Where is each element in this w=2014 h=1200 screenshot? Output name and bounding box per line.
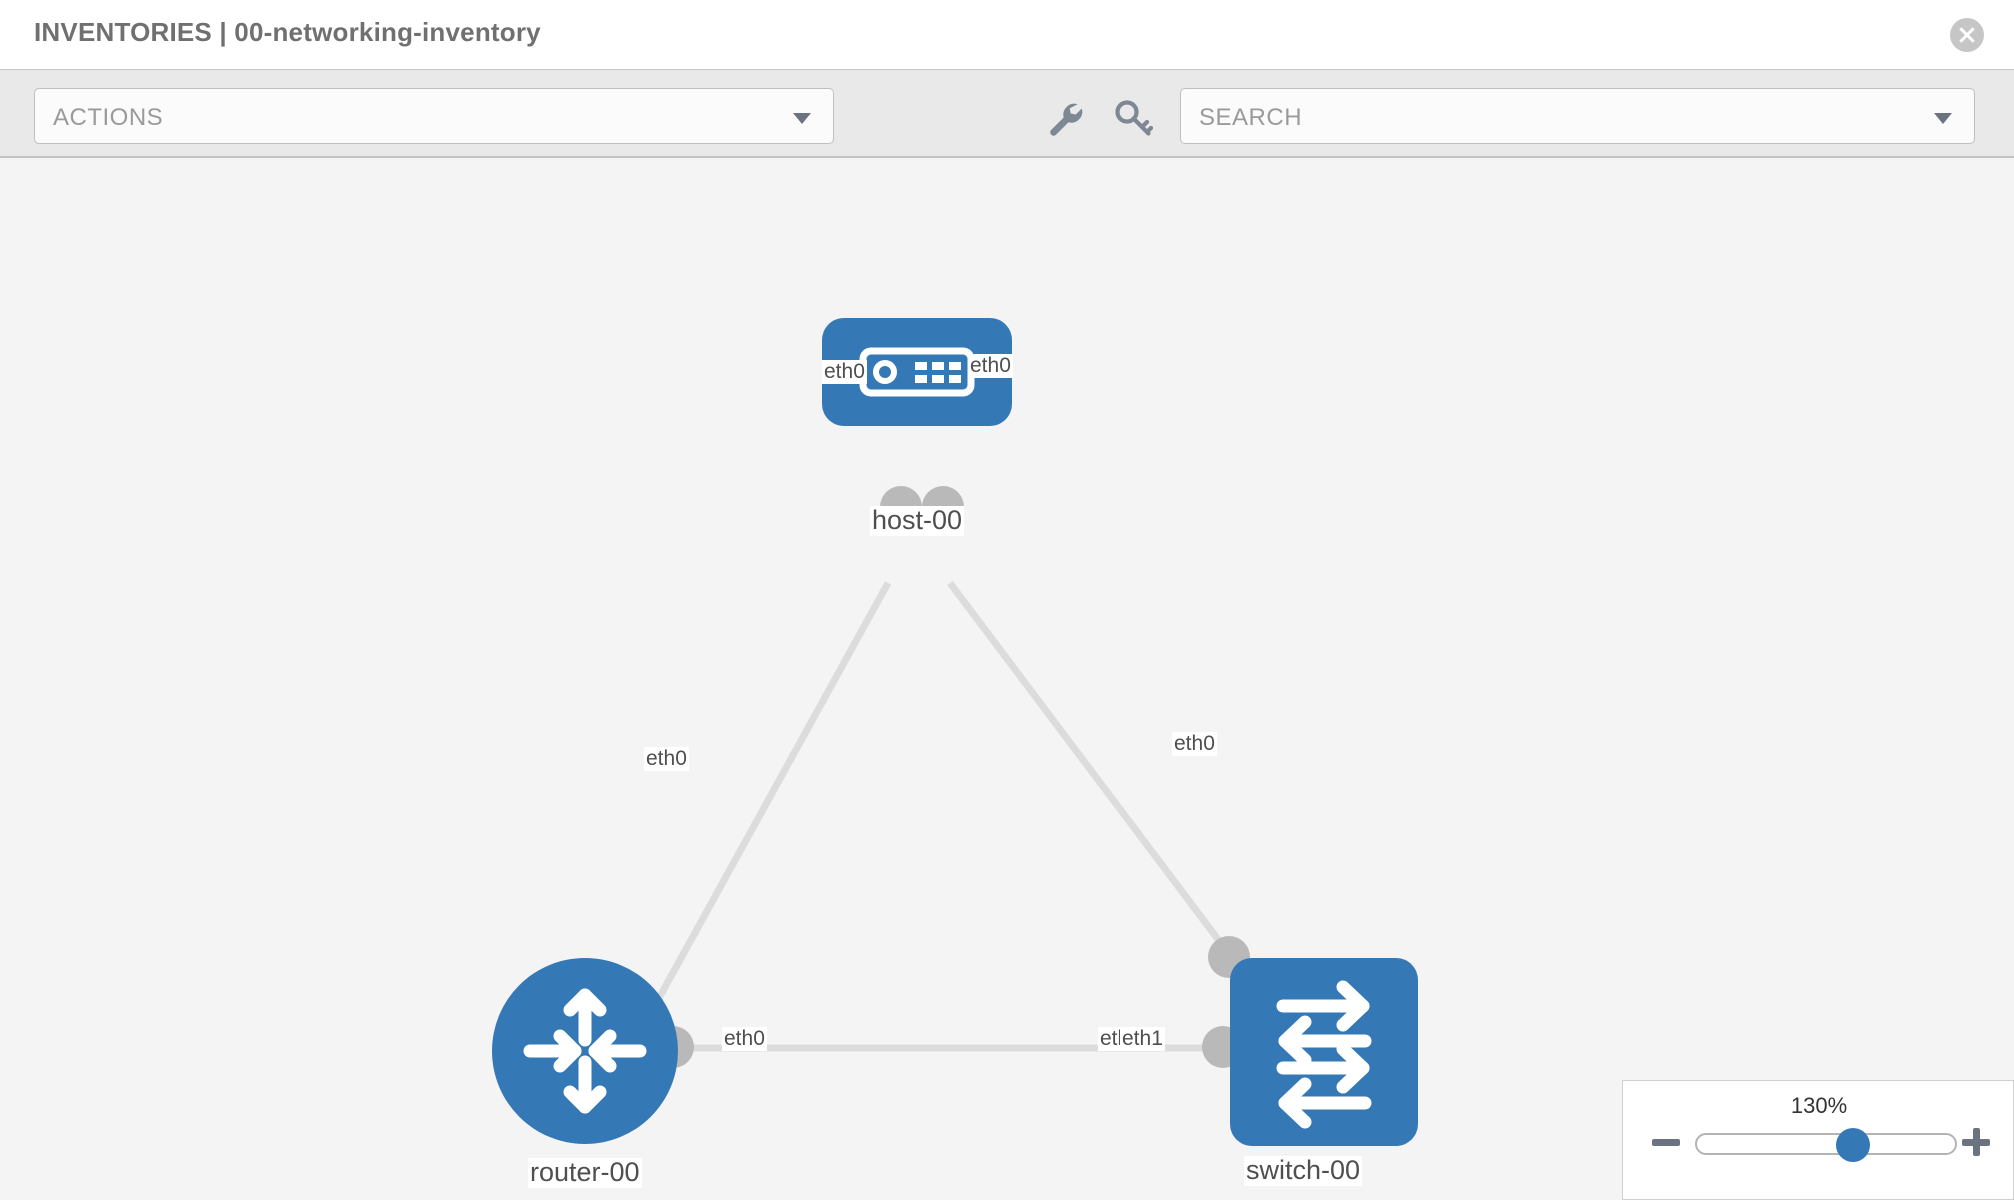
edge-label-router-uplink: eth0 [644,747,689,772]
edge-label-host-left: eth0 [822,360,867,385]
topology-links: router-00 --> switch-00 --> switch-00 --… [644,580,1235,1052]
wrench-icon[interactable] [1044,98,1086,140]
zoom-in-button[interactable] [1959,1125,1993,1159]
zoom-percent-label: 130% [1790,1093,1848,1118]
edge-label-switch-uplink: eth0 [1172,732,1217,757]
topology-canvas[interactable]: router-00 --> switch-00 --> switch-00 --… [0,158,2014,1200]
zoom-out-button[interactable] [1649,1125,1683,1159]
close-icon[interactable] [1950,18,1984,52]
edge-label-router-right: eth0 [722,1027,767,1052]
zoom-slider-thumb[interactable] [1836,1128,1870,1162]
actions-dropdown-label: ACTIONS [53,104,164,131]
router-node-shape[interactable] [492,958,678,1144]
actions-dropdown[interactable]: ACTIONS [34,88,834,144]
chevron-down-icon [793,113,811,124]
search-input[interactable]: SEARCH [1180,88,1975,144]
switch-node-shape[interactable] [1230,958,1418,1146]
switch-node-label: switch-00 [1244,1155,1363,1186]
topology-node-host-00[interactable]: host-00 [822,318,1012,536]
toolbar: ACTIONS SEARCH [0,70,2014,158]
search-input-placeholder: SEARCH [1199,104,1303,131]
edge-label-host-right: eth0 [968,354,1013,379]
edge-label-switch-left-b: eth1 [1120,1027,1165,1052]
chevron-down-icon[interactable] [1934,113,1952,124]
topology-node-switch-00[interactable]: switch-00 [1202,936,1418,1186]
router-arrows-icon [523,988,647,1114]
router-node-label: router-00 [528,1157,642,1188]
page-header: INVENTORIES | 00-networking-inventory [0,0,2014,70]
page-title: INVENTORIES | 00-networking-inventory [34,17,541,47]
key-icon[interactable] [1113,98,1155,140]
topology-node-router-00[interactable]: router-00 [492,958,694,1188]
host-node-label: host-00 [870,505,965,536]
zoom-slider[interactable] [1695,1128,1957,1162]
zoom-control: 130% [1622,1080,2014,1200]
switch-arrows-icon [1276,980,1372,1129]
